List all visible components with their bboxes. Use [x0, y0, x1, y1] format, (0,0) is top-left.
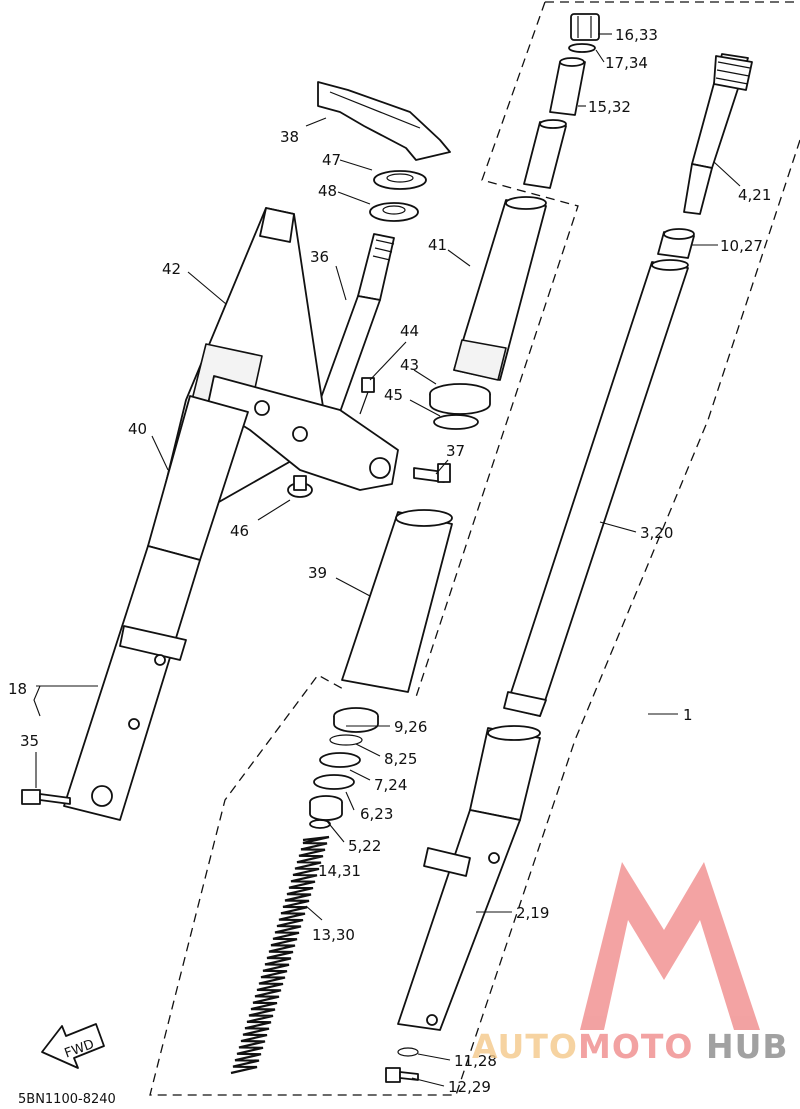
- callout-46: 46: [230, 522, 249, 540]
- bolt-12-part: [385, 1067, 419, 1083]
- steering-stem-part: [317, 233, 395, 413]
- callout-8-25: 8,25: [384, 750, 417, 768]
- callout-16-33: 16,33: [615, 26, 658, 44]
- oil-seal-part: [333, 707, 379, 733]
- under-bracket-part: [207, 375, 399, 491]
- callout-15-32: 15,32: [588, 98, 631, 116]
- diagram-code: 5BN1100-8240: [18, 1092, 116, 1107]
- outer-tube-part: [397, 725, 541, 1031]
- dashed-group-outlines: [149, 1, 800, 1096]
- outer-cover-part: [453, 196, 547, 381]
- callout-37: 37: [446, 442, 465, 460]
- headlight-stay-part: [317, 81, 451, 161]
- lower-cover-part: [341, 509, 453, 693]
- callout-35: 35: [20, 732, 39, 750]
- seal-spacer-part: [319, 752, 361, 768]
- callout-1: 1: [683, 706, 693, 724]
- callout-4-21: 4,21: [738, 186, 771, 204]
- nut-43-part: [429, 383, 491, 415]
- washer-6-part: [313, 774, 355, 790]
- callout-13-30: 13,30: [312, 926, 355, 944]
- leader-lines: [33, 33, 741, 1087]
- slide-bushing-part: [657, 228, 695, 259]
- callout-40: 40: [128, 420, 147, 438]
- callout-10-27: 10,27: [720, 237, 763, 255]
- callout-12-29: 12,29: [448, 1078, 491, 1096]
- washer-11-part: [397, 1047, 419, 1057]
- watermark-part-3: HUB: [706, 1027, 789, 1066]
- ring-nut-part: [373, 170, 427, 190]
- bolt-44-part: [359, 377, 375, 415]
- watermark-part-1: AUTO: [472, 1027, 578, 1066]
- callout-48: 48: [318, 182, 337, 200]
- bolt-35-part: [21, 789, 71, 805]
- callout-5-22: 5,22: [348, 837, 381, 855]
- callout-42: 42: [162, 260, 181, 278]
- callout-47: 47: [322, 151, 341, 169]
- bolt-37-part: [413, 463, 451, 483]
- callout-45: 45: [384, 386, 403, 404]
- callout-9-26: 9,26: [394, 718, 427, 736]
- clip-part: [329, 734, 363, 746]
- callout-14-31: 14,31: [318, 862, 361, 880]
- watermark-part-2: MOTO: [578, 1027, 693, 1066]
- left-fork-assembly-part: [63, 395, 249, 821]
- fork-spring-part: [230, 835, 330, 1075]
- callout-39: 39: [308, 564, 327, 582]
- automotohub-logo-icon: [580, 862, 760, 1030]
- collar-pipe-part: [549, 57, 586, 116]
- callout-38: 38: [280, 128, 299, 146]
- callout-2-19: 2,19: [516, 904, 549, 922]
- spring-seat-part: [309, 819, 331, 829]
- callout-11-28: 11,28: [454, 1052, 497, 1070]
- callout-3-20: 3,20: [640, 524, 673, 542]
- callout-17-34: 17,34: [605, 54, 648, 72]
- fork-cap-bolt-part: [568, 13, 600, 53]
- nut-46-part: [287, 475, 313, 498]
- piston-ring-part: [309, 795, 343, 821]
- callout-labels: 16,33 17,34 15,32 4,21 10,27 3,20 1 2,19…: [8, 26, 771, 1096]
- washer-45-part: [433, 414, 479, 430]
- callout-7-24: 7,24: [374, 776, 407, 794]
- fwd-arrow-icon: FWD: [41, 1023, 105, 1069]
- callout-6-23: 6,23: [360, 805, 393, 823]
- callout-18: 18: [8, 680, 27, 698]
- callout-43: 43: [400, 356, 419, 374]
- automotohub-watermark: AUTO MOTO HUB: [472, 862, 789, 1066]
- spacer-part: [523, 119, 567, 189]
- callout-44: 44: [400, 322, 419, 340]
- inner-tube-part: [503, 259, 689, 717]
- damper-rod-part: [683, 53, 753, 215]
- callout-41: 41: [428, 236, 447, 254]
- callout-36: 36: [310, 248, 329, 266]
- bearing-cover-part: [369, 202, 419, 222]
